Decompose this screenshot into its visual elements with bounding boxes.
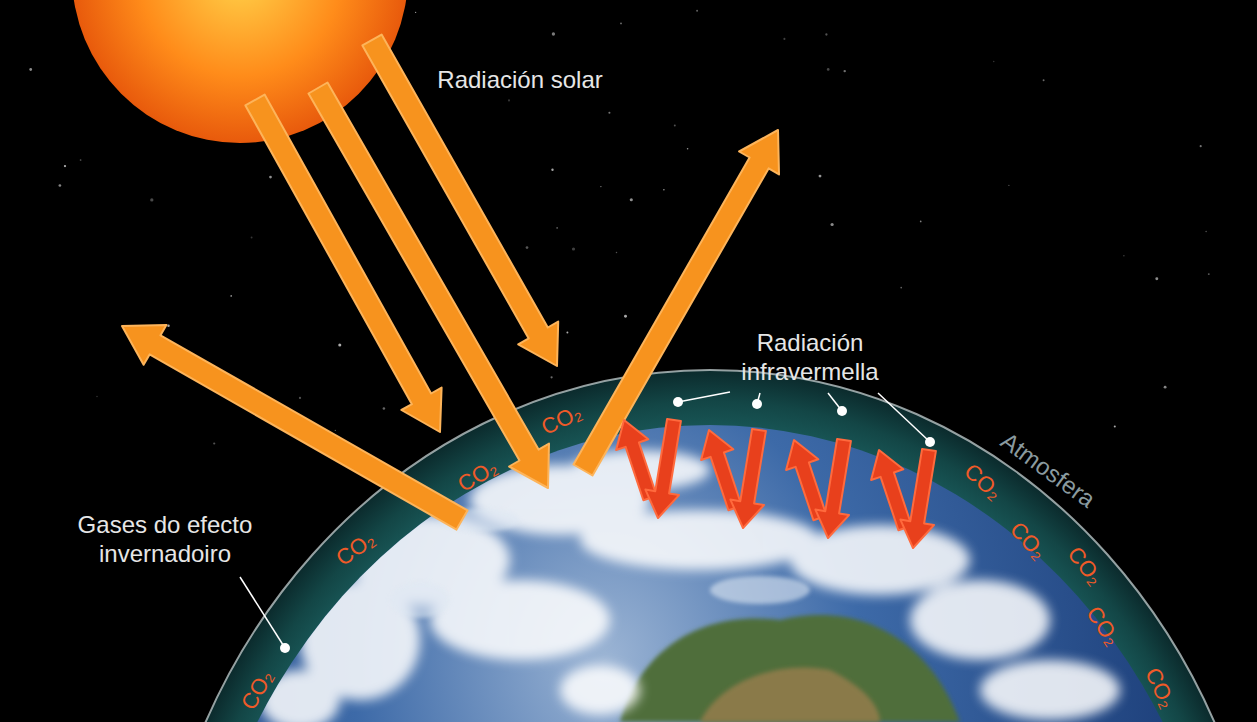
label-text: Radiación solar <box>437 66 602 95</box>
star <box>551 169 553 171</box>
infrared-arrow-down <box>815 439 851 538</box>
star <box>1205 231 1206 232</box>
star <box>80 159 82 161</box>
gas-label: CO₂ <box>331 526 380 571</box>
star <box>415 12 416 13</box>
star <box>338 343 341 346</box>
leader-dots <box>280 397 935 653</box>
infrared-arrow-up <box>871 450 912 530</box>
infrared-arrow-up <box>701 430 742 510</box>
infrared-arrow-down <box>900 449 936 548</box>
star <box>819 175 822 178</box>
infrared-arrow-up <box>786 440 827 520</box>
star <box>843 70 845 72</box>
gas-label: CO₂ <box>538 399 587 440</box>
solar-arrows <box>122 35 779 530</box>
star <box>572 247 575 250</box>
infrared-arrow-down <box>730 429 766 528</box>
star <box>624 315 627 318</box>
star <box>150 198 153 201</box>
gas-label: CO₂ <box>453 454 502 498</box>
star <box>556 227 557 228</box>
star <box>616 252 617 253</box>
star <box>213 442 215 444</box>
reflected-ray <box>122 325 468 530</box>
star <box>1114 426 1116 428</box>
gas-label: CO₂ <box>1080 601 1125 650</box>
label-text: Gases do efecto invernadoiro <box>60 511 270 569</box>
gas-label: CO₂ <box>236 665 280 714</box>
star <box>608 112 610 114</box>
leader-lines <box>240 392 930 648</box>
star <box>64 165 66 167</box>
star <box>526 246 529 249</box>
label-text: Radiación infravermella <box>720 329 900 387</box>
gas-label: CO₂ <box>1062 541 1108 590</box>
star <box>687 148 689 150</box>
infrared-arrow-down <box>645 419 681 518</box>
star <box>1043 79 1045 81</box>
star <box>663 189 664 190</box>
star <box>920 221 922 223</box>
star <box>827 68 830 71</box>
star <box>551 376 553 378</box>
star <box>29 68 32 71</box>
earth <box>190 425 1230 722</box>
star <box>383 407 386 410</box>
star <box>96 396 97 397</box>
star <box>59 184 62 187</box>
star <box>335 430 336 431</box>
gas-label: CO₂ <box>959 458 1008 505</box>
star <box>251 237 253 239</box>
star <box>508 99 510 101</box>
region-label: Atmosfera <box>995 426 1100 514</box>
star <box>566 332 568 334</box>
star <box>825 33 827 35</box>
star <box>1200 145 1202 147</box>
star <box>831 223 834 226</box>
star <box>1155 277 1158 280</box>
star <box>696 10 698 12</box>
star <box>1123 255 1124 256</box>
star <box>900 287 902 289</box>
star <box>552 32 555 35</box>
star <box>167 325 170 328</box>
gas-label: CO₂ <box>1004 517 1051 566</box>
star <box>674 125 676 127</box>
infrared-arrow-up <box>616 420 657 500</box>
star <box>620 22 622 24</box>
star <box>1164 386 1167 389</box>
infrared-arrows <box>616 419 936 548</box>
star <box>630 198 633 201</box>
star <box>269 176 272 179</box>
star <box>230 295 232 297</box>
gas-label: CO₂ <box>1139 664 1180 713</box>
star <box>783 38 785 40</box>
sun <box>72 0 408 143</box>
star <box>600 186 601 187</box>
star <box>1008 185 1009 186</box>
star <box>1208 273 1210 275</box>
star <box>299 397 301 399</box>
star <box>993 61 995 63</box>
